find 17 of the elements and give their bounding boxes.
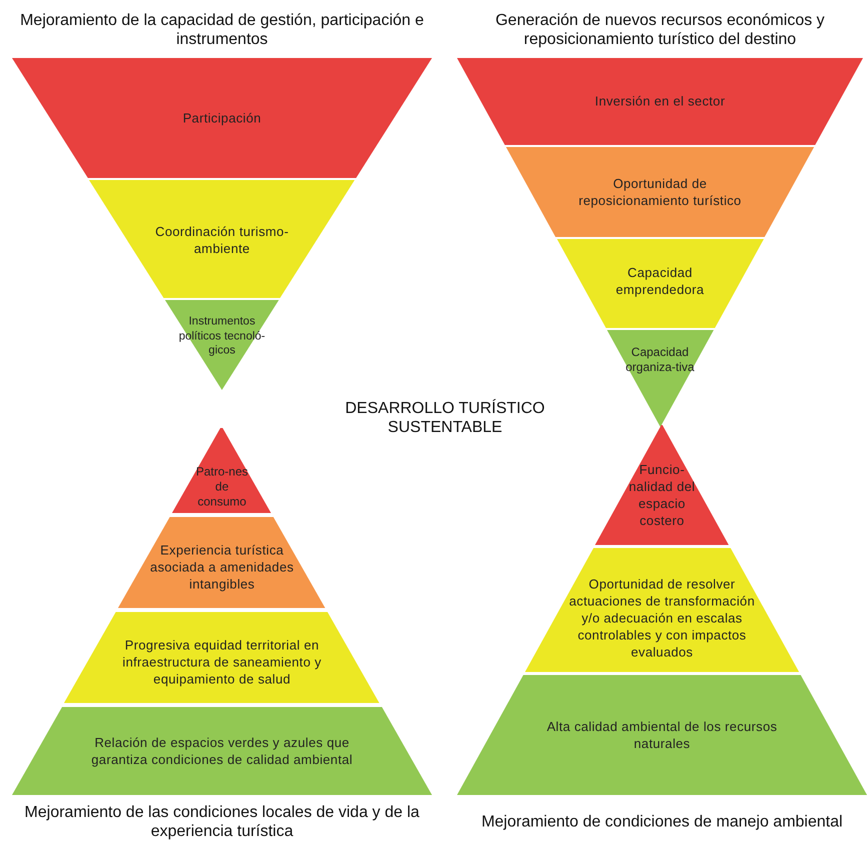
segment-label: Relación de espacios verdes y azules que garantiza condiciones de calidad ambiental xyxy=(90,734,354,768)
segment-label: Oportunidad de reposicionamiento turístico xyxy=(578,175,742,209)
heading: Mejoramiento de las condiciones locales de vida y de la experiencia turística xyxy=(24,803,420,841)
segment-label: Alta calidad ambiental de los recursos naturales xyxy=(546,718,778,752)
segment-label: Capacidad emprendedora xyxy=(614,264,706,298)
heading: Mejoramiento de la capacidad de gestión, participación e instrumentos xyxy=(19,11,425,49)
segment-label: Funcio-nalidad del espacio costero xyxy=(628,461,696,529)
segment-label: Inversión en el sector xyxy=(594,92,726,110)
heading: Generación de nuevos recursos económicos y reposicionamiento turístico del destino xyxy=(494,11,826,49)
segment-label: Oportunidad de resolver actuaciones de transformación y/o adecuación en escalas controlables y con impactos evaluados xyxy=(568,576,756,660)
segment-label: Participación xyxy=(182,110,262,126)
heading: Mejoramiento de condiciones de manejo ambiental xyxy=(480,812,844,832)
center-label: DESARROLLO TURÍSTICO SUSTENTABLE xyxy=(344,399,546,437)
segment-label: Patro-nes de consumo xyxy=(194,464,249,510)
segment-label: Progresiva equidad territorial en infraestructura de saneamiento y equipamiento de salud xyxy=(122,636,322,688)
segment-label: Coordinación turismo-ambiente xyxy=(154,223,290,257)
segment-label: Experiencia turística asociada a amenidades intangibles xyxy=(149,542,295,592)
